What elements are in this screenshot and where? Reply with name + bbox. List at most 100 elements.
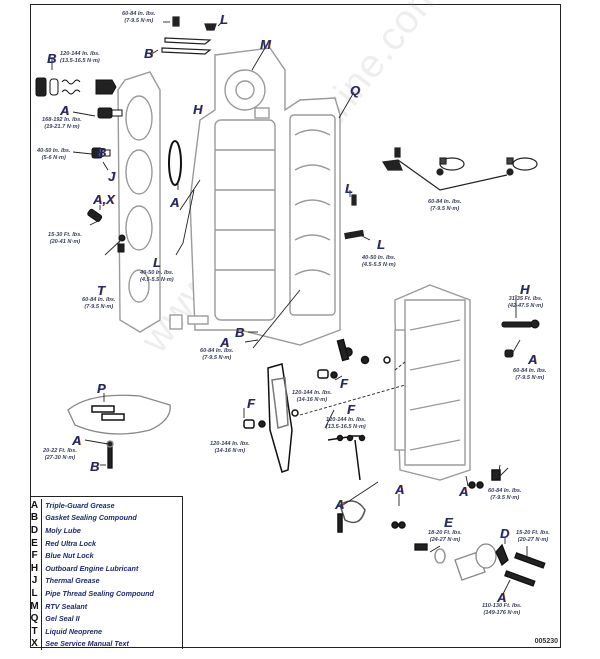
legend-description: Triple-Guard Grease	[45, 500, 115, 510]
legend-key: Q	[30, 613, 39, 625]
legend-row: D Moly Lube	[30, 524, 182, 537]
callout-B-top: B	[144, 46, 154, 61]
legend-key: M	[30, 600, 39, 612]
legend-divider	[41, 637, 43, 651]
legend-key: E	[31, 537, 38, 549]
legend-row: T Liquid Neoprene	[30, 624, 182, 638]
legend-divider	[41, 599, 43, 613]
legend-key: T	[31, 625, 38, 637]
legend-key: J	[31, 575, 38, 587]
torque-label: 40-50 In. lbs.(4.5-5.5 N·m)	[140, 270, 174, 284]
torque-label: 31-35 Ft. lbs.(42-47.5 N·m)	[508, 296, 544, 310]
torque-label: 18-20 Ft. lbs.(24-27 N·m)	[428, 530, 462, 544]
callout-F-upper: F	[340, 376, 348, 391]
callout-F-lower: F	[347, 402, 355, 417]
callout-A-oring: A	[170, 195, 180, 210]
legend-key: B	[30, 512, 39, 524]
legend-description: See Service Manual Text	[45, 639, 129, 649]
torque-label: 20-22 Ft. lbs.(27-30 N·m)	[43, 448, 77, 462]
legend-key: H	[30, 562, 39, 574]
callout-AX: A,X	[93, 192, 115, 207]
legend-description: Blue Nut Lock	[45, 551, 94, 561]
callout-L-top: L	[220, 12, 228, 27]
legend-row: H Outboard Engine Lubricant	[30, 561, 182, 575]
legend-divider	[41, 574, 43, 588]
callout-A-bottom: A	[497, 590, 507, 605]
torque-label: 40-50 In. lbs.(4.5-5.5 N·m)	[362, 255, 396, 269]
o-ring	[168, 140, 182, 186]
callout-Q: Q	[350, 83, 361, 98]
right-bolts	[501, 319, 540, 358]
callout-L-right-top: L	[345, 181, 353, 196]
callout-A-plate: A	[72, 433, 82, 448]
cylinder-head	[117, 71, 161, 333]
legend-divider	[41, 536, 43, 550]
torque-label: 15-20 Ft. lbs.(20-27 N·m)	[516, 530, 550, 544]
crankcase-block	[169, 47, 341, 346]
torque-label: 110-130 Ft. lbs.(149-176 N·m)	[482, 603, 522, 617]
leader-lines	[51, 21, 528, 595]
exhaust-plate	[67, 394, 171, 469]
callout-J: J	[108, 169, 116, 184]
callout-H-right: H	[520, 282, 530, 297]
crankcase-cover	[394, 284, 471, 481]
legend-description: Moly Lube	[45, 525, 81, 535]
callout-E: E	[444, 515, 453, 530]
hose-clamps	[344, 147, 538, 240]
top-bracket	[161, 16, 217, 55]
legend-description: Outboard Engine Lubricant	[45, 563, 139, 573]
callout-T: T	[97, 283, 105, 298]
callout-A-linkage-right: A	[395, 482, 405, 497]
bottom-right-parts	[414, 543, 546, 587]
legend-row: E Red Ultra Lock	[30, 536, 182, 550]
callout-A-mid: A	[220, 335, 230, 350]
legend-description: Liquid Neoprene	[45, 626, 103, 636]
legend-key: D	[30, 524, 39, 536]
legend-divider	[41, 561, 43, 575]
torque-label: 60-84 In. lbs.(7-9.5 N·m)	[200, 348, 234, 362]
callout-F-left: F	[247, 396, 255, 411]
legend-description: RTV Sealant	[45, 601, 88, 611]
callout-L-plug: L	[153, 255, 161, 270]
callout-A-linkage: A	[335, 497, 345, 512]
callout-A-bottom-right: A	[459, 484, 469, 499]
legend-divider	[41, 511, 43, 525]
callout-B-sensor: B	[97, 145, 107, 160]
torque-label: 120-144 In. lbs.(13.5-16.5 N·m)	[326, 417, 366, 431]
legend-divider	[41, 524, 43, 537]
torque-label: 120-144 In. lbs.(14-16 N·m)	[292, 390, 332, 404]
legend-description: Thermal Grease	[45, 576, 100, 586]
callout-H-pin: H	[193, 102, 203, 117]
torque-label: 120-144 In. lbs.(13.5-16.5 N·m)	[60, 51, 100, 65]
throttle-linkage	[243, 338, 501, 533]
diagram-frame	[30, 4, 561, 648]
legend-divider	[41, 624, 43, 638]
thermostat-assembly	[35, 77, 126, 253]
torque-label: 15-30 Ft. lbs.(20-41 N·m)	[48, 232, 82, 246]
callout-D: D	[500, 526, 510, 541]
torque-label: 60-84 In. lbs.(7-9.5 N·m)	[488, 488, 522, 502]
torque-label: 60-84 In. lbs.(7-9.5 N·m)	[428, 199, 462, 213]
callout-L-right: L	[377, 237, 385, 252]
callout-A-168: A	[60, 103, 70, 118]
legend-divider	[41, 549, 43, 562]
legend-description: Red Ultra Lock	[45, 538, 97, 548]
torque-label: 60-84 In. lbs.(7-9.5 N·m)	[122, 11, 156, 25]
legend-row: F Blue Nut Lock	[30, 549, 182, 562]
torque-label: 60-84 In. lbs.(7-9.5 N·m)	[82, 297, 116, 311]
callout-P: P	[97, 381, 106, 396]
torque-label: 40-50 In. lbs.(5-6 N·m)	[37, 148, 71, 162]
legend-key: F	[31, 550, 38, 562]
legend-row: M RTV Sealant	[30, 599, 182, 613]
callout-B-thermostat: B	[47, 51, 57, 66]
figure-number: 005230	[534, 638, 558, 645]
legend-key: L	[31, 587, 38, 599]
legend-row: J Thermal Grease	[30, 574, 182, 588]
callout-M: M	[260, 37, 271, 52]
